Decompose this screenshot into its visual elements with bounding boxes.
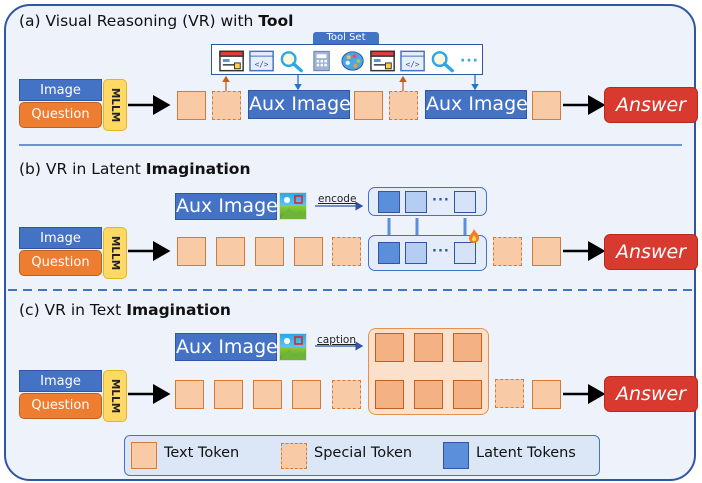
- image-thumbnail-icon: [279, 333, 307, 361]
- panel-c-title: (c) VR in Text Imagination: [19, 301, 231, 319]
- aux-image-block: Aux Image: [175, 193, 278, 220]
- question-input: Question: [19, 250, 102, 276]
- encode-label: encode: [318, 193, 357, 205]
- legend: [124, 435, 600, 476]
- image-thumbnail-icon: [279, 192, 307, 220]
- text-token: [214, 380, 243, 409]
- panel-a-title: (a) Visual Reasoning (VR) with Tool: [19, 12, 294, 30]
- svg-text:</>: </>: [405, 60, 419, 69]
- question-input: Question: [19, 393, 102, 419]
- text-token: [532, 380, 561, 409]
- image-input: Image: [19, 79, 102, 101]
- ellipsis: ···: [432, 193, 450, 208]
- text-token: [216, 237, 245, 266]
- text-token: [414, 333, 443, 362]
- svg-text:</>: </>: [255, 60, 269, 69]
- legend-swatch-special-token: [281, 443, 307, 469]
- text-token: [292, 380, 321, 409]
- latent-link-arrows: [387, 218, 467, 237]
- legend-label-special-token: Special Token: [314, 445, 413, 461]
- legend-label-text-token: Text Token: [164, 445, 240, 461]
- text-token: [375, 333, 404, 362]
- browser-window-icon: [219, 50, 244, 72]
- text-token: [177, 237, 206, 266]
- code-window-icon: </>: [249, 50, 275, 72]
- legend-label-latent-tokens: Latent Tokens: [476, 445, 576, 461]
- toolset-label: Tool Set: [313, 32, 379, 44]
- special-token: [493, 237, 522, 266]
- magnifier-icon: [280, 51, 304, 73]
- image-input: Image: [19, 227, 102, 249]
- legend-swatch-text-token: [131, 442, 157, 469]
- latent-token: [378, 191, 400, 213]
- text-token: [414, 380, 443, 409]
- aux-image-block: Aux Image: [248, 90, 351, 119]
- special-token: [212, 91, 241, 120]
- latent-token: [405, 191, 427, 213]
- ellipsis: ···: [432, 244, 450, 259]
- caption-label: caption: [317, 334, 356, 346]
- mllm-block: MLLM: [103, 227, 127, 279]
- answer-block: Answer: [604, 234, 698, 270]
- toolset-icons: </> </> ···: [219, 49, 479, 73]
- text-token: [177, 91, 206, 120]
- text-token: [532, 237, 561, 266]
- special-token: [495, 379, 524, 408]
- answer-block: Answer: [604, 376, 698, 412]
- latent-token: [454, 242, 476, 264]
- calculator-icon: [313, 50, 331, 72]
- mllm-block: MLLM: [103, 79, 127, 131]
- special-token: [389, 91, 418, 120]
- browser-window-icon: [369, 50, 395, 72]
- aux-image-block: Aux Image: [175, 333, 278, 361]
- palette-icon: [340, 51, 364, 71]
- latent-token: [378, 242, 400, 264]
- text-token: [175, 380, 204, 409]
- text-token: [532, 91, 561, 120]
- special-token: [332, 237, 361, 266]
- flame-icon: [469, 229, 480, 243]
- text-token: [294, 237, 323, 266]
- image-input: Image: [19, 370, 102, 392]
- answer-block: Answer: [604, 87, 698, 123]
- code-window-icon: </>: [399, 50, 425, 72]
- latent-token: [405, 242, 427, 264]
- text-token: [253, 380, 282, 409]
- more-tools-ellipsis: ···: [460, 53, 479, 69]
- legend-swatch-latent-token: [443, 442, 469, 469]
- text-token: [375, 380, 404, 409]
- text-token: [453, 380, 482, 409]
- text-token: [255, 237, 284, 266]
- panel-b-title: (b) VR in Latent Imagination: [19, 160, 251, 178]
- latent-token: [454, 191, 476, 213]
- text-token: [354, 91, 383, 120]
- magnifier-icon: [431, 51, 454, 73]
- mllm-block: MLLM: [103, 370, 127, 422]
- special-token: [332, 380, 361, 409]
- question-input: Question: [19, 102, 102, 128]
- aux-image-block: Aux Image: [425, 90, 528, 119]
- text-token: [453, 333, 482, 362]
